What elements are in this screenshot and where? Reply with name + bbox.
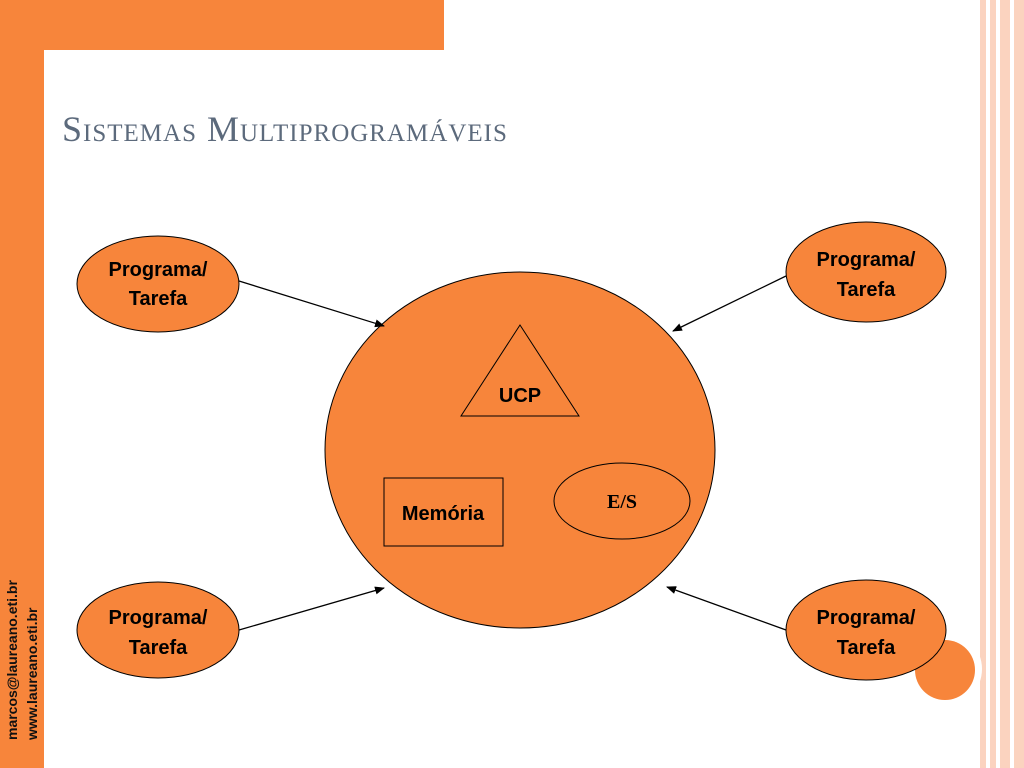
memory-label: Memória <box>402 503 485 525</box>
ucp-label: UCP <box>499 385 541 407</box>
program-node-bottom-right: Programa/ Tarefa <box>785 579 947 681</box>
arrow-bottom-right <box>666 586 787 631</box>
slide-title: Sistemas Multiprogramáveis <box>62 109 508 149</box>
program-label-line2: Tarefa <box>837 637 896 659</box>
program-node-bottom-left: Programa/ Tarefa <box>76 581 240 679</box>
program-node-top-right: Programa/ Tarefa <box>785 221 947 323</box>
program-label-line1: Programa/ <box>817 607 916 629</box>
program-label-line2: Tarefa <box>129 637 188 659</box>
arrow-top-left <box>238 280 385 328</box>
left-accent-bar <box>0 0 44 768</box>
memory-box <box>383 477 504 547</box>
io-ellipse <box>553 462 691 540</box>
ucp-triangle <box>460 324 580 417</box>
right-decorative-stripes <box>980 0 1024 768</box>
program-label-line1: Programa/ <box>109 607 208 629</box>
io-label: E/S <box>607 491 637 513</box>
program-label-line1: Programa/ <box>817 249 916 271</box>
program-label-line1: Programa/ <box>109 259 208 281</box>
program-node-top-left: Programa/ Tarefa <box>76 235 240 333</box>
program-label-line2: Tarefa <box>129 288 188 310</box>
top-accent-band <box>44 0 444 50</box>
arrow-top-right <box>672 275 787 332</box>
program-label-line2: Tarefa <box>837 279 896 301</box>
arrow-bottom-left <box>238 586 385 631</box>
